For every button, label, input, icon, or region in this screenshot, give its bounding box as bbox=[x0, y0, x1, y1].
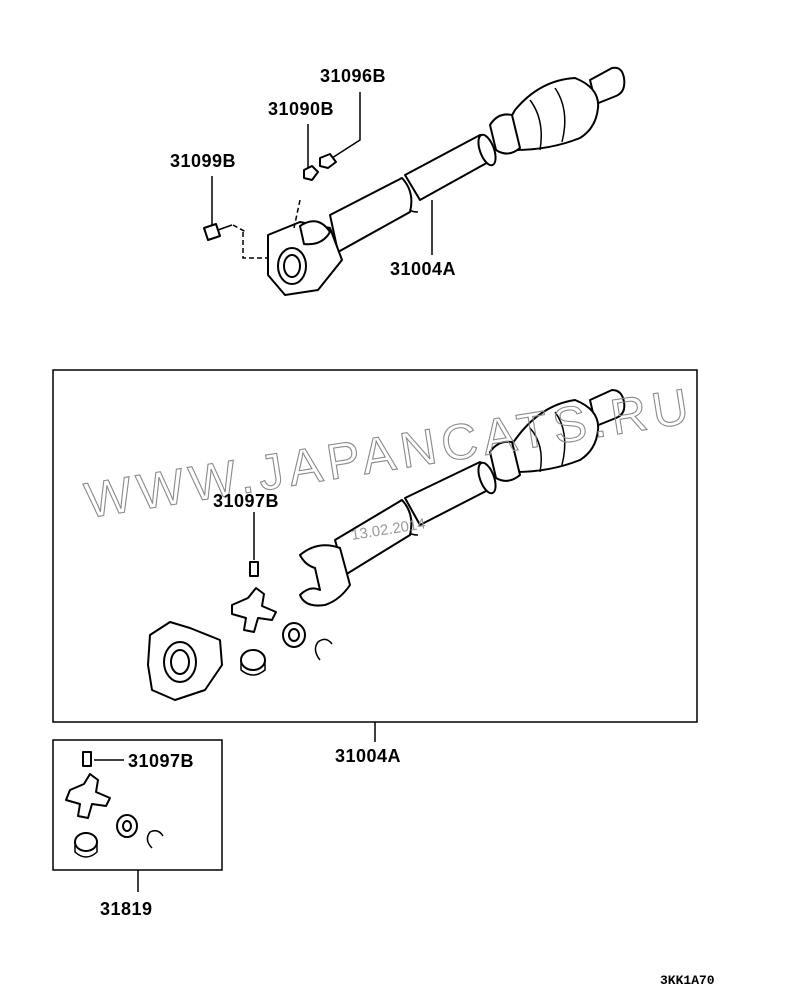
universal-joint-kit bbox=[65, 751, 164, 858]
label-31004a-box: 31004A bbox=[335, 746, 401, 766]
label-31097b-kit: 31097B bbox=[128, 751, 194, 771]
watermark: WWW.JAPANCATS.RU bbox=[81, 378, 692, 529]
label-31819: 31819 bbox=[100, 899, 153, 919]
label-31099b: 31099B bbox=[170, 151, 236, 171]
label-31090b: 31090B bbox=[268, 99, 334, 119]
diagram-code: 3KK1A70 bbox=[660, 973, 715, 988]
propeller-shaft-assembly-top bbox=[203, 66, 626, 296]
label-31004a-top: 31004A bbox=[390, 259, 456, 279]
label-31097b: 31097B bbox=[213, 491, 279, 511]
propeller-shaft-exploded bbox=[147, 389, 626, 701]
label-31096b: 31096B bbox=[320, 66, 386, 86]
